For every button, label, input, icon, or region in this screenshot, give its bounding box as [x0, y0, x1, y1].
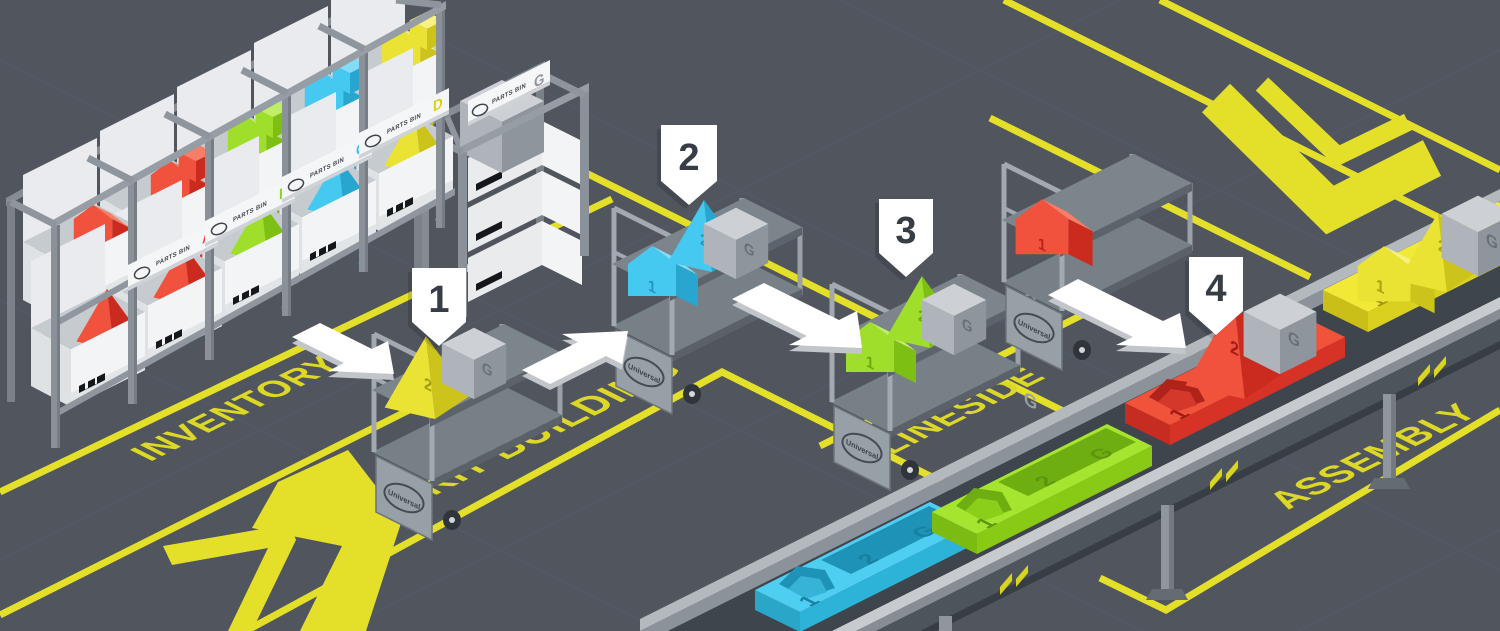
g-box-label: G	[1024, 388, 1037, 416]
tray-red: 1 2 G 2 G	[1125, 293, 1345, 445]
parts-bin-a-header: PARTS BIN A	[128, 220, 218, 291]
lineside-cart-red: 1 Universal	[1002, 154, 1192, 370]
chevron-top-right-thick-icon	[1201, 83, 1442, 235]
tray-yellow: 1 2 G 1 2 G	[1323, 195, 1500, 332]
carts: 1 2 G Universal 1 2 G Universal 1 Univer…	[372, 154, 1192, 540]
flow-arrow-2	[522, 331, 628, 390]
g-parts-rack: G G PARTS BIN G	[414, 52, 1037, 416]
flow-arrow-1	[292, 323, 394, 380]
g-box-stack: G G	[468, 121, 1037, 416]
flow-arrow-3	[732, 283, 862, 354]
tray-blue: 1 2 G	[755, 502, 975, 631]
universal-logo-icon	[287, 178, 305, 192]
universal-logo-icon	[471, 103, 489, 117]
parts-bin-g-header: PARTS BIN G	[468, 60, 550, 126]
bay-headers: PARTS BIN A PARTS BIN B PARTS BIN C PART…	[128, 88, 449, 291]
universal-logo-icon	[364, 134, 382, 148]
chevron-top-right-thin-icon	[1255, 77, 1412, 167]
flow-arrow-4	[1048, 279, 1186, 354]
header-letter: G	[534, 70, 544, 92]
assembly-lane-line-2	[1158, 0, 1500, 174]
kit-building-cart: 2 G Universal	[372, 324, 562, 540]
inventory-rack: 1 2 1 2 1 2	[6, 0, 455, 448]
chevron-bottom-left-thick-icon	[252, 450, 402, 631]
part-letter: G	[962, 315, 972, 337]
step-number: 1	[428, 279, 449, 321]
step-number: 4	[1205, 268, 1226, 310]
kit-cart-green: 1 2 G Universal	[830, 274, 1020, 490]
step-marker-1: 1	[408, 268, 466, 350]
tray-green: 1 2 G	[932, 424, 1152, 554]
part-number: 1	[1376, 275, 1384, 298]
part-number: 2	[424, 375, 432, 396]
chevron-bottom-left-thin-icon	[163, 524, 296, 631]
part-letter: G	[482, 359, 492, 381]
step-marker-3: 3	[875, 199, 933, 281]
part-letter: G	[1288, 327, 1300, 352]
part-letter: G	[1486, 229, 1498, 254]
universal-logo-icon	[133, 266, 151, 280]
kit-cart-blue: 1 2 G Universal	[612, 198, 802, 414]
part-number: 1	[1038, 235, 1046, 256]
lane-chevrons	[163, 77, 1442, 631]
part-number: 1	[866, 353, 874, 374]
conveyor-chevrons	[1000, 356, 1446, 595]
conveyor-legs	[939, 394, 1410, 631]
part-letter: G	[744, 239, 754, 261]
assembly-conveyor: 1 2 G 1 2 G 1 2 G 2 G 1 2 G 1 2	[640, 189, 1500, 631]
step-marker-4: 4	[1185, 257, 1243, 339]
step-marker-2: 2	[657, 125, 717, 209]
part-number: 1	[648, 277, 656, 298]
universal-logo-icon	[210, 222, 228, 236]
step-number: 3	[895, 210, 916, 252]
header-letter: D	[433, 94, 443, 116]
flow-arrows	[292, 279, 1186, 390]
step-number: 2	[678, 137, 699, 179]
step-markers: 1 2 3 4	[408, 125, 1243, 350]
part-number: 2	[1230, 336, 1239, 360]
